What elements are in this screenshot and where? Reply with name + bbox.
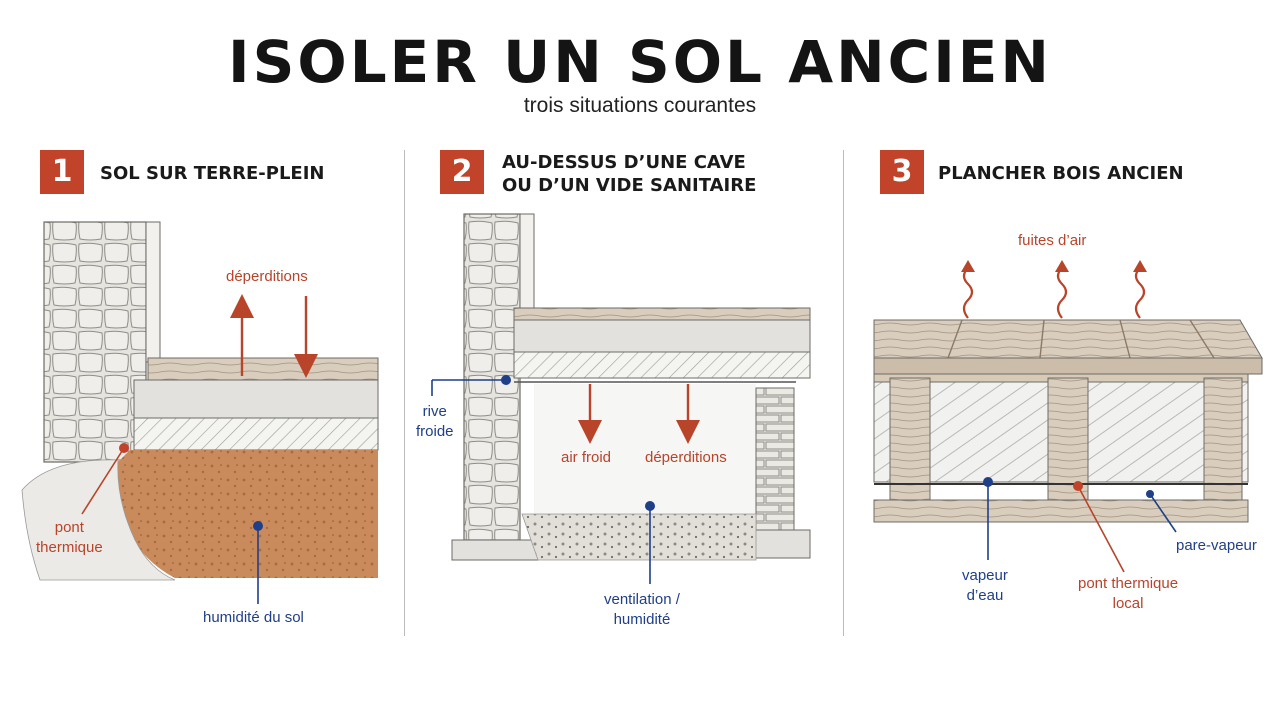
- p1-floor-boards: [147, 357, 379, 381]
- p1-label-ground-humidity: humidité du sol: [203, 609, 304, 626]
- p3-label-local-bridge: pont thermique local: [1078, 575, 1179, 612]
- p3-board-edge: [873, 357, 1263, 375]
- p3-barrier-leader: [1149, 493, 1177, 533]
- p2-brick-pier: [755, 387, 795, 531]
- p2-label-cold-air: air froid: [561, 449, 612, 466]
- p3-ceiling-underside: [873, 499, 1249, 523]
- p1-loose-ground: [21, 459, 176, 581]
- p3-board-seam-3: [1119, 319, 1131, 359]
- panel-2-title: AU-DESSUS D’UNE CAVE OU D’UN VIDE SANITA…: [502, 152, 757, 196]
- p1-label-losses: déperditions: [226, 268, 308, 285]
- p2-cold-edge-dot: [501, 375, 511, 385]
- p1-hatched-layer: [133, 417, 379, 451]
- p1-wall-render: [145, 221, 161, 363]
- p1-humidity-dot: [253, 521, 263, 531]
- p3-air-leak-2: [1056, 267, 1068, 319]
- p3-joist-2: [1047, 377, 1089, 503]
- page-subtitle: trois situations courantes: [523, 94, 757, 117]
- p3-joist-3: [1203, 377, 1243, 503]
- p3-barrier-dot: [1146, 490, 1154, 498]
- p1-stone-wall: [43, 221, 147, 463]
- p3-label-vapour-barrier: pare-vapeur: [1176, 537, 1257, 554]
- p1-label-thermal-bridge: pont thermique: [36, 519, 103, 556]
- p2-concrete-slab: [513, 319, 811, 353]
- panel-1-number-badge: 1: [40, 150, 84, 194]
- panel-2-number-badge: 2: [440, 150, 484, 194]
- p3-joist-1: [889, 377, 931, 503]
- p3-air-leak-3-head: [1133, 260, 1147, 272]
- p3-board-seam-4: [1189, 319, 1215, 359]
- p2-ground-gravel: [521, 513, 757, 561]
- p3-air-leak-1-head: [961, 260, 975, 272]
- p3-air-leak-3: [1134, 267, 1146, 319]
- p3-board-seam-1: [947, 319, 963, 359]
- p3-bridge-leader: [1077, 485, 1125, 573]
- p1-concrete-slab: [133, 379, 379, 419]
- p3-label-water-vapour: vapeur d’eau: [962, 567, 1008, 604]
- panel-3-title: PLANCHER BOIS ANCIEN: [938, 163, 1184, 184]
- p1-thermal-bridge-dot: [119, 443, 129, 453]
- divider-1: [404, 150, 405, 636]
- p3-air-leak-2-head: [1055, 260, 1069, 272]
- p2-stone-wall: [463, 213, 521, 541]
- panel-1-drawing: [21, 221, 379, 604]
- p3-floor-boards: [873, 319, 1263, 359]
- p2-label-cold-edge: rive froide: [416, 403, 454, 440]
- p2-label-losses: déperditions: [645, 449, 727, 466]
- p3-vapour-dot: [983, 477, 993, 487]
- p3-board-seam-2: [1039, 319, 1045, 359]
- panel-3-number-badge: 3: [880, 150, 924, 194]
- p2-floor-boards: [513, 307, 811, 321]
- divider-2: [843, 150, 844, 636]
- page-title: ISOLER UN SOL ANCIEN: [228, 28, 1052, 96]
- panel-2-drawing: [431, 213, 811, 584]
- p2-hatched-layer: [513, 351, 811, 379]
- p2-ventilation-dot: [645, 501, 655, 511]
- p2-label-ventilation: ventilation / humidité: [604, 591, 680, 628]
- p1-thermal-bridge-leader: [81, 447, 125, 515]
- p3-bridge-dot: [1073, 481, 1083, 491]
- p3-air-leak-1: [962, 267, 974, 319]
- p3-label-air-leaks: fuites d’air: [1018, 232, 1087, 249]
- p2-cellar-void: [534, 384, 756, 514]
- p2-wall-footing: [451, 539, 539, 561]
- p1-soil: [116, 450, 379, 578]
- panel-1-title: SOL SUR TERRE-PLEIN: [100, 163, 325, 184]
- panel-3-drawing: [873, 260, 1263, 573]
- p2-wall-plaster: [519, 213, 535, 311]
